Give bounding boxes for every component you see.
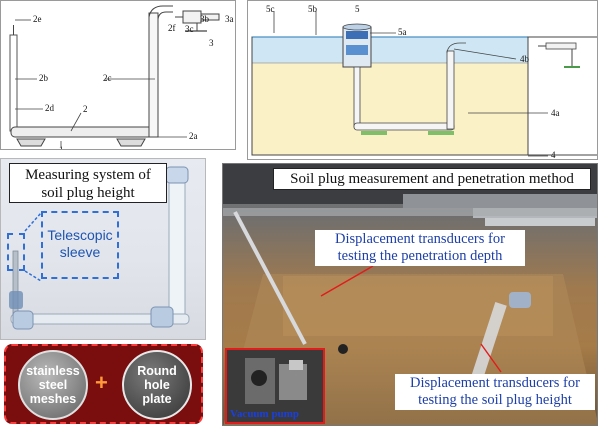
label-2c: 2c	[103, 73, 112, 83]
measuring-caption-line1: Measuring system of	[25, 167, 151, 183]
mesh-line1: stainless	[26, 364, 80, 378]
penetration-method-photo: Soil plug measurement and penetration me…	[222, 163, 598, 426]
label-5: 5	[355, 4, 360, 14]
penetration-line2: testing the penetration depth	[337, 248, 503, 264]
label-3c: 3c	[185, 24, 194, 34]
label-2d: 2d	[45, 103, 54, 113]
plug-line1: Displacement transducers for	[410, 375, 580, 391]
mesh-line2: steel	[38, 378, 68, 392]
telescopic-sleeve-callout: Telescopic sleeve	[41, 211, 119, 279]
telescopic-sleeve-marker	[7, 233, 25, 271]
vacuum-pump-inset: Vacuum pump	[225, 348, 325, 424]
plate-line3: plate	[142, 392, 172, 406]
penetration-depth-transducer-label: Displacement transducers for testing the…	[315, 230, 525, 266]
plate-line1: Round	[137, 364, 177, 378]
label-2: 2	[83, 104, 88, 114]
plate-line2: hole	[144, 378, 170, 392]
schematic-drawing	[9, 5, 220, 147]
measuring-system-photo: Measuring system of soil plug height Tel…	[0, 158, 206, 340]
label-4: 4	[551, 150, 556, 160]
label-2a: 2a	[189, 131, 198, 141]
vacuum-pump-drawing	[227, 350, 323, 422]
plus-sign: +	[95, 370, 108, 395]
round-hole-plate-disc: Round hole plate	[122, 350, 192, 420]
label-2f: 2f	[168, 23, 176, 33]
mesh-line3: meshes	[29, 392, 77, 406]
vacuum-pump-label: Vacuum pump	[230, 408, 299, 420]
telescopic-line2: sleeve	[59, 244, 101, 260]
telescopic-line1: Telescopic	[47, 227, 113, 243]
tank-drawing	[251, 11, 597, 157]
tank-schematic: 5c 5b 5 5a 4b 4a 4	[247, 0, 598, 160]
measuring-system-drawing	[9, 166, 190, 330]
label-2b: 2b	[39, 73, 48, 83]
soil-plug-transducer-label: Displacement transducers for testing the…	[395, 374, 595, 410]
penetration-line1: Displacement transducers for	[335, 231, 505, 247]
label-5c: 5c	[266, 4, 275, 14]
label-2e: 2e	[33, 14, 42, 24]
label-3a: 3a	[225, 14, 234, 24]
label-4b: 4b	[520, 54, 529, 64]
apparatus-schematic: 2e 2f 3b 3a 3c 3 2b 2c 2d 2 2a 1	[0, 0, 236, 150]
label-5a: 5a	[398, 27, 407, 37]
label-1: 1	[59, 145, 64, 150]
meshes-panel: stainless steel meshes + Round hole plat…	[4, 344, 203, 424]
measuring-system-caption: Measuring system of soil plug height	[9, 163, 167, 203]
label-3b: 3b	[200, 14, 209, 24]
label-3: 3	[209, 38, 214, 48]
label-5b: 5b	[308, 4, 317, 14]
label-4a: 4a	[551, 108, 560, 118]
measuring-caption-line2: soil plug height	[41, 185, 135, 201]
penetration-method-caption: Soil plug measurement and penetration me…	[273, 168, 591, 190]
plug-line2: testing the soil plug height	[418, 392, 572, 408]
stainless-steel-mesh-disc: stainless steel meshes	[18, 350, 88, 420]
